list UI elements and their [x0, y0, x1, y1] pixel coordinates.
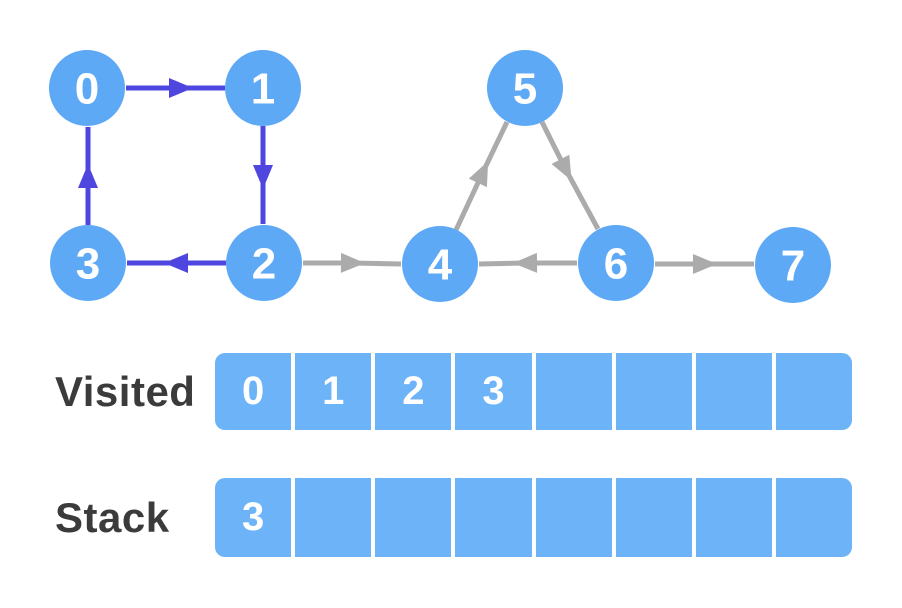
- visited-cell-2: 2: [375, 353, 456, 430]
- stack-cell-2: [375, 478, 456, 557]
- graph-edges: [78, 78, 754, 274]
- node-2: 2: [226, 225, 302, 301]
- stack-cell-7: [776, 478, 852, 557]
- node-0-label: 0: [75, 64, 99, 113]
- node-4-circle: [402, 226, 478, 302]
- stack-cell-6: [696, 478, 776, 557]
- node-0: 0: [49, 50, 125, 126]
- node-6-circle: [578, 225, 654, 301]
- graph-nodes: 0 1 2 3 4 5 6: [49, 50, 831, 303]
- visited-label: Visited: [55, 367, 196, 415]
- visited-cell-4: [536, 353, 616, 430]
- visited-array: 0 1 2 3: [215, 353, 852, 430]
- visited-cell-0: 0: [215, 353, 296, 430]
- visited-cell-3: 3: [455, 353, 536, 430]
- node-3: 3: [50, 225, 126, 301]
- node-6: 6: [578, 225, 654, 301]
- node-4: 4: [402, 226, 478, 302]
- node-5-label: 5: [513, 64, 537, 113]
- visited-cell-6: [696, 353, 776, 430]
- node-7-label: 7: [781, 241, 805, 290]
- node-5-circle: [487, 50, 563, 126]
- visited-cell-7: [776, 353, 852, 430]
- stack-cell-4: [536, 478, 616, 557]
- visited-cell-1: 1: [295, 353, 376, 430]
- stack-cell-1: [295, 478, 376, 557]
- node-0-circle: [49, 50, 125, 126]
- node-5: 5: [487, 50, 563, 126]
- node-7-circle: [755, 227, 831, 303]
- stack-array: 3: [215, 478, 852, 557]
- stack-cell-3: [455, 478, 536, 557]
- edge-2-4: [303, 252, 402, 273]
- edge-4-5: [453, 120, 510, 232]
- node-7: 7: [755, 227, 831, 303]
- node-1-circle: [225, 50, 301, 126]
- visited-cell-5: [616, 353, 696, 430]
- stack-cell-0: 3: [215, 478, 296, 557]
- node-3-circle: [50, 225, 126, 301]
- node-6-label: 6: [604, 239, 628, 288]
- node-1-label: 1: [251, 64, 275, 113]
- node-4-label: 4: [428, 240, 453, 289]
- node-3-label: 3: [76, 239, 100, 288]
- graph-diagram: 0 1 2 3 4 5 6: [49, 50, 831, 303]
- node-1: 1: [225, 50, 301, 126]
- node-2-label: 2: [252, 239, 276, 288]
- edge-6-4: [478, 252, 577, 273]
- node-2-circle: [226, 225, 302, 301]
- stack-label: Stack: [55, 493, 170, 541]
- stack-cell-5: [616, 478, 696, 557]
- edge-5-6: [539, 120, 601, 231]
